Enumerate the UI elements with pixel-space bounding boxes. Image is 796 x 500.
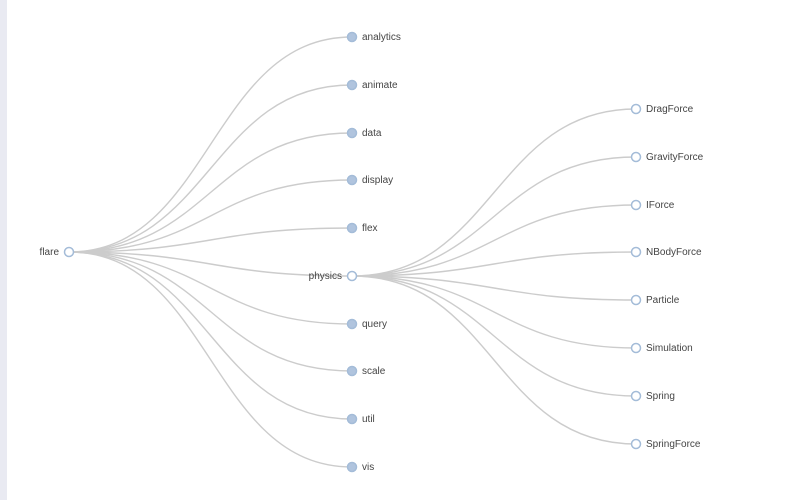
tree-link-flare-data <box>68 132 353 253</box>
node-circle-scale[interactable] <box>346 365 358 377</box>
node-circle-GravityForce[interactable] <box>630 151 642 163</box>
node-circle-Simulation[interactable] <box>630 342 642 354</box>
tree-node-animate[interactable]: animate <box>346 79 399 91</box>
tree-node-display[interactable]: display <box>346 174 394 186</box>
left-gutter <box>0 0 7 500</box>
node-label-util: util <box>362 414 375 425</box>
tree-link-physics-Spring <box>351 275 637 397</box>
node-circle-Spring[interactable] <box>630 390 642 402</box>
node-label-query: query <box>362 319 387 330</box>
tree-node-DragForce[interactable]: DragForce <box>630 103 694 115</box>
node-label-flare: flare <box>40 247 60 258</box>
tree-link-physics-GravityForce <box>351 156 637 277</box>
tree-link-flare-animate <box>68 84 353 253</box>
tree-node-Spring[interactable]: Spring <box>630 390 675 402</box>
tree-node-NBodyForce[interactable]: NBodyForce <box>630 246 703 258</box>
node-label-Spring: Spring <box>646 391 675 402</box>
node-circle-vis[interactable] <box>346 461 358 473</box>
node-circle-physics[interactable] <box>346 270 358 282</box>
node-circle-DragForce[interactable] <box>630 103 642 115</box>
tree-node-vis[interactable]: vis <box>346 461 375 473</box>
node-label-physics: physics <box>309 271 342 282</box>
node-label-IForce: IForce <box>646 200 675 211</box>
node-label-GravityForce: GravityForce <box>646 152 704 163</box>
node-label-data: data <box>362 128 382 139</box>
tree-node-query[interactable]: query <box>346 318 388 330</box>
nodes-layer: flare analytics animate data display flex phys… <box>40 31 704 473</box>
node-circle-util[interactable] <box>346 413 358 425</box>
tree-link-physics-IForce <box>351 204 637 277</box>
node-circle-data[interactable] <box>346 127 358 139</box>
tree-link-flare-query <box>68 251 353 325</box>
tree-node-flare[interactable]: flare <box>40 246 75 258</box>
node-label-SpringForce: SpringForce <box>646 439 701 450</box>
node-circle-flex[interactable] <box>346 222 358 234</box>
node-circle-query[interactable] <box>346 318 358 330</box>
node-circle-Particle[interactable] <box>630 294 642 306</box>
node-circle-SpringForce[interactable] <box>630 438 642 450</box>
tree-node-scale[interactable]: scale <box>346 365 386 377</box>
tree-node-util[interactable]: util <box>346 413 375 425</box>
node-circle-NBodyForce[interactable] <box>630 246 642 258</box>
node-circle-analytics[interactable] <box>346 31 358 43</box>
node-label-display: display <box>362 175 393 186</box>
tree-link-flare-util <box>68 251 353 420</box>
tree-link-flare-physics <box>68 251 353 277</box>
tree-node-Simulation[interactable]: Simulation <box>630 342 693 354</box>
tree-node-physics[interactable]: physics <box>309 270 358 282</box>
node-label-flex: flex <box>362 223 378 234</box>
tree-link-physics-Simulation <box>351 275 637 349</box>
node-label-Simulation: Simulation <box>646 343 693 354</box>
tree-node-IForce[interactable]: IForce <box>630 199 675 211</box>
tree-node-flex[interactable]: flex <box>346 222 378 234</box>
node-circle-flare[interactable] <box>63 246 75 258</box>
tree-link-physics-DragForce <box>351 108 637 277</box>
tree-link-flare-flex <box>68 227 353 253</box>
node-label-animate: animate <box>362 80 398 91</box>
tree-node-data[interactable]: data <box>346 127 382 139</box>
node-circle-animate[interactable] <box>346 79 358 91</box>
links-layer <box>68 36 637 468</box>
tree-link-flare-vis <box>68 251 353 468</box>
tree-node-GravityForce[interactable]: GravityForce <box>630 151 704 163</box>
node-label-analytics: analytics <box>362 32 401 43</box>
node-label-DragForce: DragForce <box>646 104 694 115</box>
node-circle-IForce[interactable] <box>630 199 642 211</box>
tree-link-flare-display <box>68 179 353 253</box>
tree-link-physics-Particle <box>351 275 637 301</box>
node-circle-display[interactable] <box>346 174 358 186</box>
node-label-Particle: Particle <box>646 295 680 306</box>
tree-node-analytics[interactable]: analytics <box>346 31 401 43</box>
tree-node-Particle[interactable]: Particle <box>630 294 680 306</box>
node-label-vis: vis <box>362 462 374 473</box>
node-label-NBodyForce: NBodyForce <box>646 247 702 258</box>
tree-link-physics-NBodyForce <box>351 251 637 277</box>
tree-link-flare-scale <box>68 251 353 372</box>
node-label-scale: scale <box>362 366 386 377</box>
tree-link-physics-SpringForce <box>351 275 637 445</box>
tree-node-SpringForce[interactable]: SpringForce <box>630 438 701 450</box>
tree-link-flare-analytics <box>68 36 353 253</box>
